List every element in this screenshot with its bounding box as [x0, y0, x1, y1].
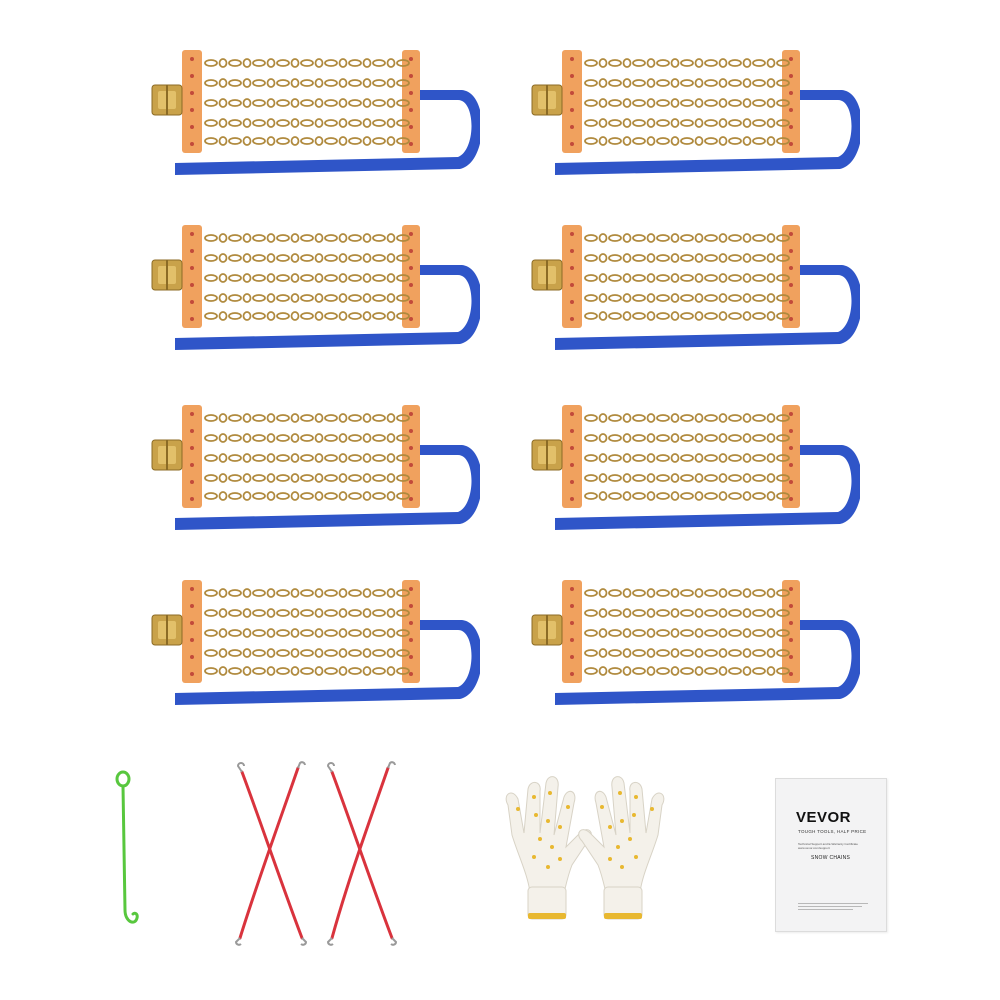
snow-chain-set: [140, 575, 480, 715]
snow-chain-icon: [151, 50, 480, 175]
snow-chain-icon: [531, 50, 860, 175]
snow-chain-set: [140, 400, 480, 540]
snow-chain-icon: [151, 580, 480, 705]
snow-chain-icon: [531, 405, 860, 530]
manual-slogan: TOUGH TOOLS, HALF PRICE: [798, 829, 867, 834]
manual-product-name: SNOW CHAINS: [811, 855, 851, 861]
manual-support-text: Technical Support and E-Warranty Certifi…: [798, 842, 858, 850]
manual-fine-print: [798, 903, 868, 915]
installation-hook-icon: [115, 770, 139, 924]
snow-chain-icon: [531, 225, 860, 350]
snow-chain-set: [520, 220, 860, 360]
snow-chain-set: [520, 575, 860, 715]
manual-brand-logo: VEVOR: [796, 809, 852, 826]
snow-chain-icon: [531, 580, 860, 705]
user-manual: VEVOR TOUGH TOOLS, HALF PRICE Technical …: [775, 778, 887, 932]
snow-chain-icon: [151, 225, 480, 350]
snow-chain-set: [520, 400, 860, 540]
snow-chain-set: [140, 45, 480, 185]
snow-chain-set: [520, 45, 860, 185]
snow-chain-set: [140, 220, 480, 360]
work-gloves-icon: [505, 776, 665, 920]
bungee-cords-icon: [234, 761, 398, 946]
snow-chain-icon: [151, 405, 480, 530]
